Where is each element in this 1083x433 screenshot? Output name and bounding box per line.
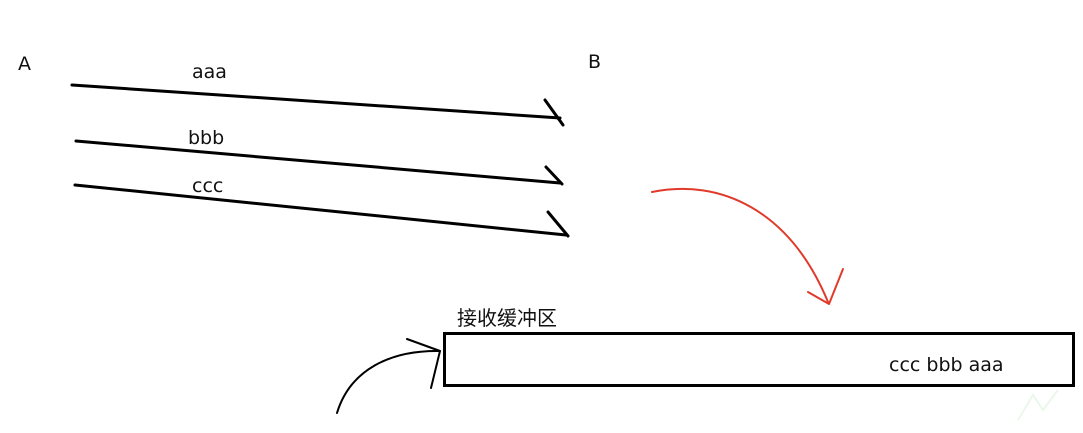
node-label-b: B xyxy=(588,51,602,73)
curved-arrow-icon xyxy=(336,338,441,414)
message-label-ccc: ccc xyxy=(192,175,224,197)
message-arrow-bbb xyxy=(74,139,564,186)
message-label-bbb: bbb xyxy=(188,127,225,149)
curved-arrow-icon xyxy=(651,187,844,305)
buffer-contents: ccc bbb aaa xyxy=(889,354,1004,376)
message-arrow-ccc xyxy=(73,183,570,238)
watermark-icon xyxy=(1017,389,1059,421)
message-label-aaa: aaa xyxy=(192,61,227,83)
buffer-title: 接收缓冲区 xyxy=(457,306,557,330)
message-arrow-aaa xyxy=(70,83,565,127)
receive-buffer xyxy=(443,332,1075,387)
node-label-a: A xyxy=(18,53,31,75)
